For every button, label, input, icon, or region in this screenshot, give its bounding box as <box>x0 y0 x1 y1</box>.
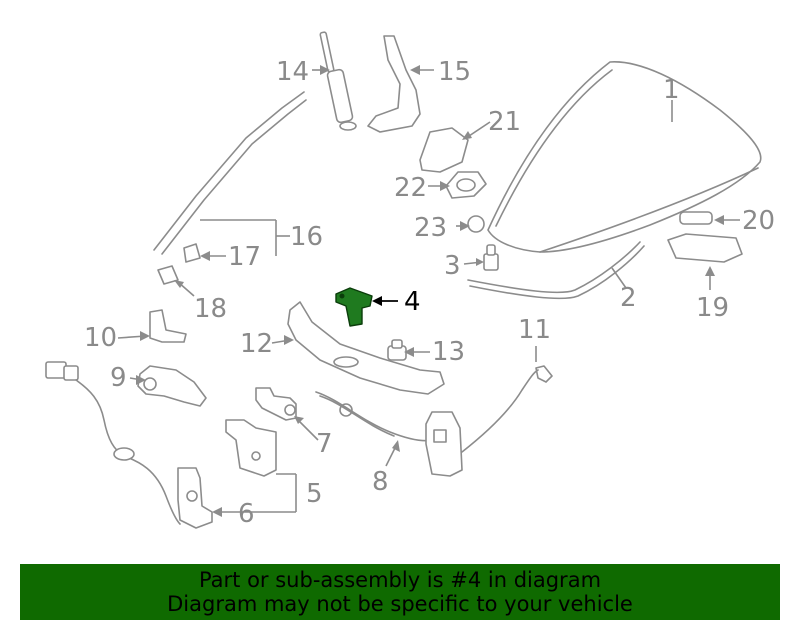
part-18-clip <box>157 265 179 285</box>
callout-22: 22 <box>394 173 427 203</box>
part-21-emblem-bracket <box>419 127 469 173</box>
part-2-seal <box>467 241 645 300</box>
part-12-panel <box>287 301 445 395</box>
callout-2: 2 <box>620 283 637 313</box>
callout-11: 11 <box>518 315 551 345</box>
part-9-actuator <box>137 365 207 407</box>
callout-9: 9 <box>110 363 127 393</box>
part-16-strip <box>153 91 307 255</box>
callout-labels: 1 2 3 4 5 6 7 8 9 10 11 12 13 14 15 16 1… <box>84 57 775 529</box>
callout-6: 6 <box>238 499 255 529</box>
callout-8: 8 <box>372 467 389 497</box>
part-17-clip <box>183 243 201 263</box>
banner-line-2: Diagram may not be specific to your vehi… <box>167 592 633 616</box>
callout-17: 17 <box>228 242 261 272</box>
part-15-hinge <box>367 35 421 133</box>
callout-10: 10 <box>84 323 117 353</box>
parts-diagram: 1 2 3 4 5 6 7 8 9 10 11 12 13 14 15 16 1… <box>45 31 775 529</box>
callout-12: 12 <box>240 329 273 359</box>
part-20-lamp <box>679 211 713 225</box>
callout-3: 3 <box>444 251 461 281</box>
callout-15: 15 <box>438 57 471 87</box>
part-4-highlighted <box>335 287 373 327</box>
callout-13: 13 <box>432 337 465 367</box>
callout-19: 19 <box>696 293 729 323</box>
part-19-tray <box>667 233 743 263</box>
banner-line-1: Part or sub-assembly is #4 in diagram <box>198 568 602 592</box>
callout-1: 1 <box>663 75 680 105</box>
part-10-bracket <box>149 309 187 343</box>
callout-23: 23 <box>414 213 447 243</box>
part-3-bumper <box>483 244 499 271</box>
callout-18: 18 <box>194 294 227 324</box>
part-13-grommet <box>387 339 407 361</box>
callout-7: 7 <box>316 429 333 459</box>
callout-14: 14 <box>276 57 309 87</box>
part-6-latch <box>177 467 213 529</box>
part-8-cable <box>315 391 463 477</box>
part-1-hood <box>487 61 762 253</box>
callout-20: 20 <box>742 206 775 236</box>
callout-16: 16 <box>290 222 323 252</box>
part-5-latch-bracket <box>225 419 277 477</box>
release-cable <box>461 369 539 453</box>
part-23-cap <box>467 215 485 233</box>
callout-5: 5 <box>306 479 323 509</box>
part-7-bracket <box>255 387 297 421</box>
callout-21: 21 <box>488 107 521 137</box>
leader-lines <box>117 65 740 517</box>
part-14-strut <box>319 31 357 131</box>
info-banner: Part or sub-assembly is #4 in diagram Di… <box>20 564 780 620</box>
wiring-harness <box>45 361 181 525</box>
callout-4: 4 <box>404 287 421 317</box>
part-11-handle <box>535 365 553 383</box>
part-22-ring <box>445 171 487 199</box>
